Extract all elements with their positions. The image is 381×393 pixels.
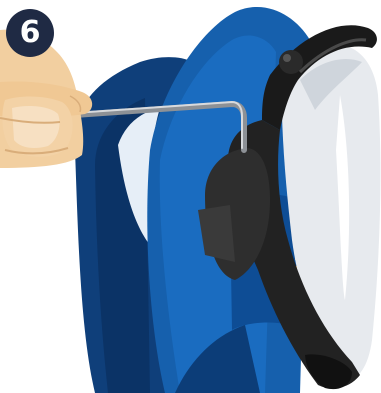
step-number-badge: 6 [6,9,54,57]
